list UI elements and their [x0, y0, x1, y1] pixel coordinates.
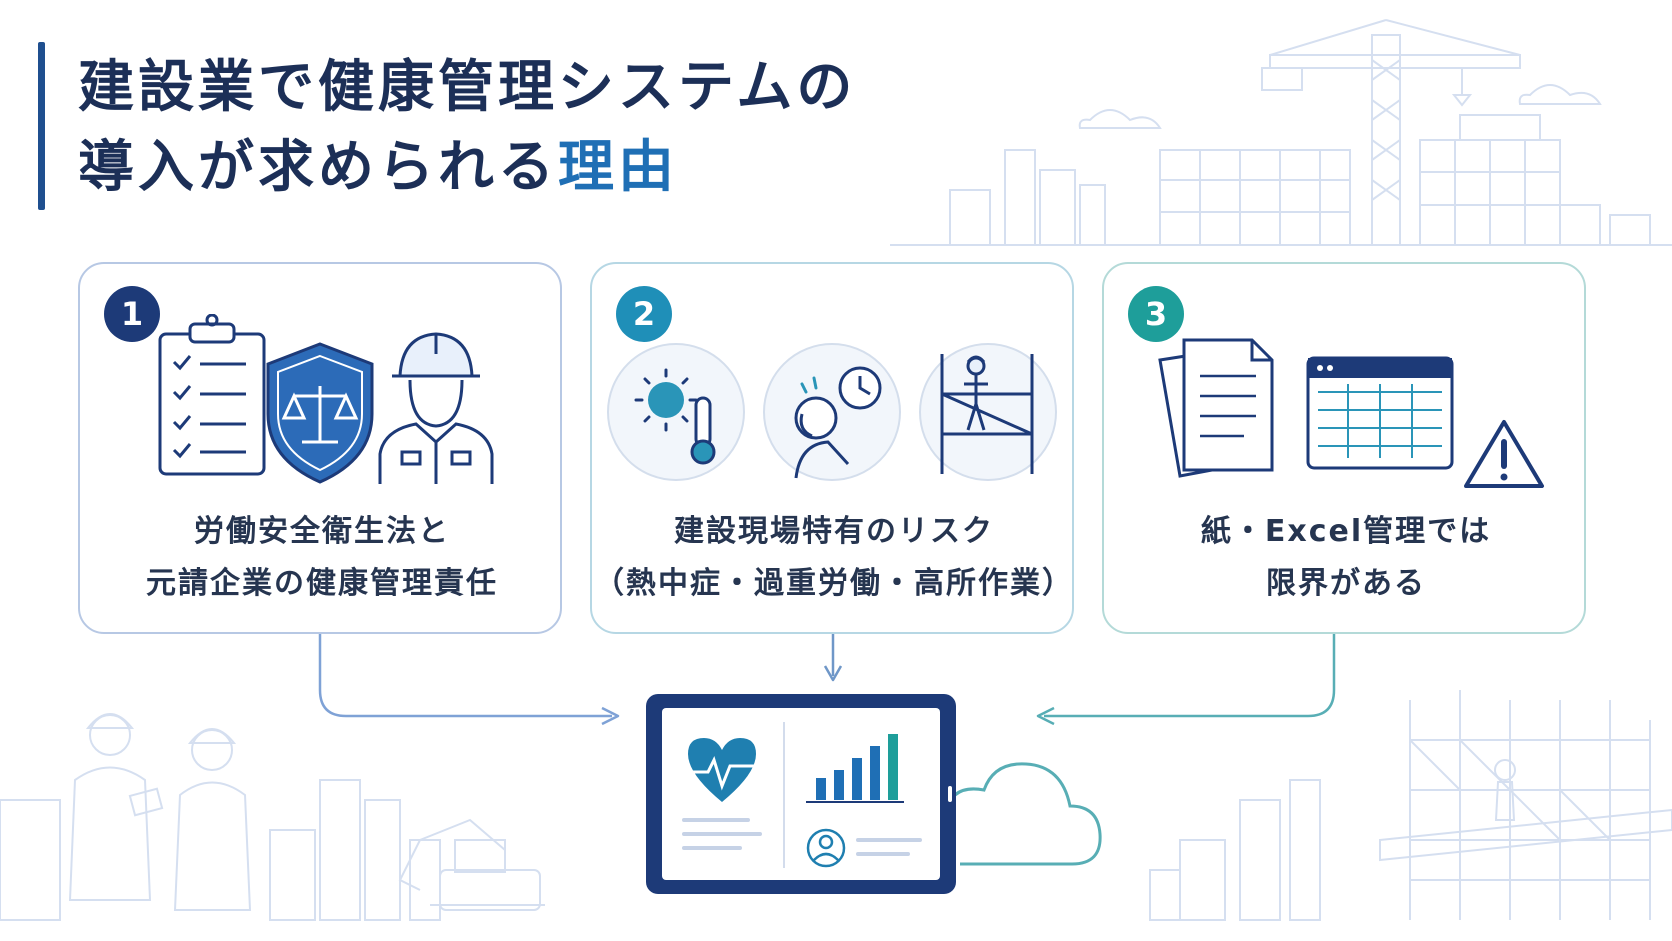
title-accent-bar [38, 42, 45, 210]
card-2-icons [607, 343, 1057, 481]
page-title: 建設業で健康管理システムの 導入が求められる理由 [78, 48, 856, 208]
card-1-icons [158, 314, 494, 484]
card-1-line-2: 元請企業の健康管理責任 [146, 566, 498, 601]
title-line-1: 建設業で健康管理システムの [78, 55, 857, 120]
card-1-text: 労働安全衛生法と 元請企業の健康管理責任 [80, 506, 564, 610]
card-3-text: 紙・Excel管理では 限界がある [1104, 506, 1588, 610]
clipboard-checklist-icon [158, 314, 266, 476]
number-badge-1: 1 [104, 286, 160, 342]
fatigue-clock-icon [763, 343, 901, 481]
heat-thermometer-icon [607, 343, 745, 481]
paper-documents-icon [1158, 338, 1274, 478]
shield-scales-icon [266, 342, 374, 484]
number-badge-3: 3 [1128, 286, 1184, 342]
card-1-line-1: 労働安全衛生法と [194, 514, 450, 549]
card-3-line-1: 紙・Excel管理では [1200, 514, 1492, 549]
scaffold-worker-icon [919, 343, 1057, 481]
card-2-line-2: （熱中症・過重労働・高所作業） [594, 566, 1074, 601]
reason-card-2: 2 建設現場特有のリスク （熱中症・ [590, 262, 1074, 634]
construction-worker-icon [378, 332, 494, 484]
reason-card-1: 1 労働安全衛生法と 元請企業の [78, 262, 562, 634]
title-highlight: 理由 [558, 135, 678, 200]
card-2-text: 建設現場特有のリスク （熱中症・過重労働・高所作業） [592, 506, 1076, 610]
number-badge-2: 2 [616, 286, 672, 342]
spreadsheet-icon [1306, 356, 1454, 470]
title-line-2: 導入が求められる [78, 135, 558, 200]
card-2-line-1: 建設現場特有のリスク [674, 514, 994, 549]
warning-icon [1464, 420, 1544, 488]
reason-card-3: 3 紙・Excel管理では 限界がある [1102, 262, 1586, 634]
card-3-icons [1158, 338, 1544, 488]
card-3-line-2: 限界がある [1266, 566, 1426, 601]
